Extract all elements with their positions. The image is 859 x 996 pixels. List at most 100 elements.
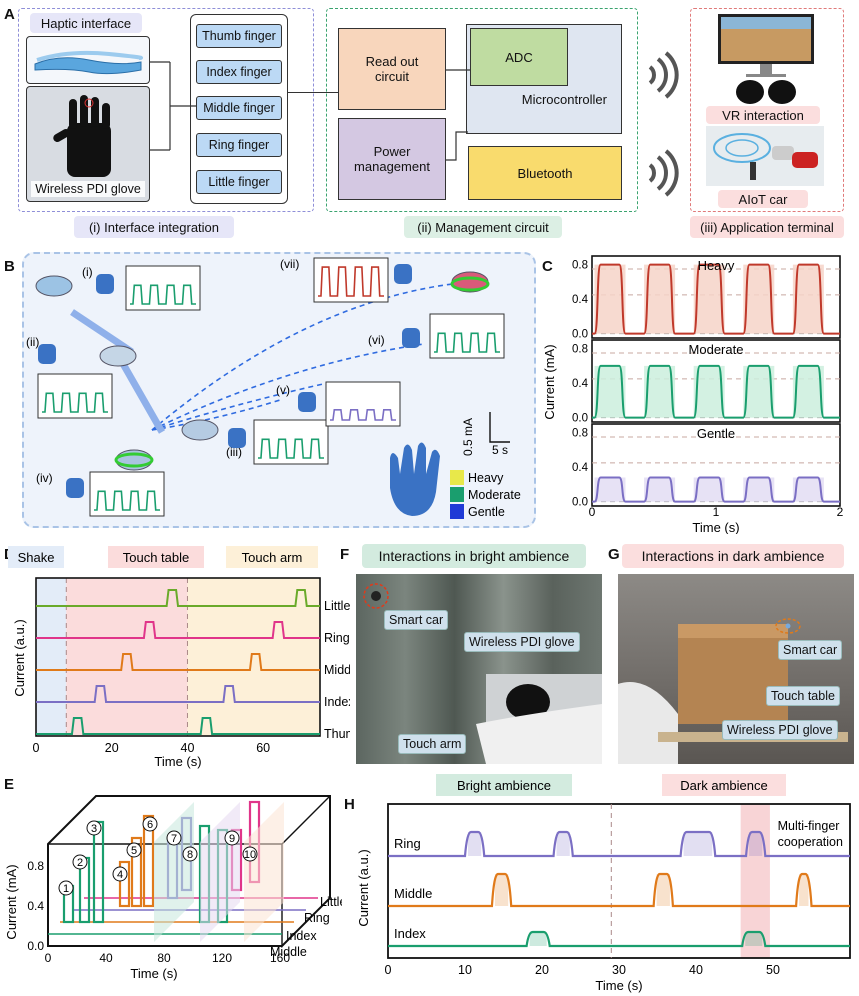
h-annotation-line2: cooperation — [778, 835, 843, 849]
e-plane-2 — [244, 802, 284, 942]
trajectory-line-2 — [151, 381, 333, 431]
e-marker-5: 5 — [131, 845, 137, 857]
e-marker-circle-1 — [58, 880, 74, 896]
hand-icon-3 — [228, 428, 246, 448]
c-subplot-title-0: Heavy — [698, 258, 735, 273]
e-marker-4: 4 — [117, 869, 123, 881]
e-xtick-4: 160 — [270, 951, 290, 965]
h-xtick-0: 0 — [385, 963, 392, 977]
h-pulse-fill-middle-13.5 — [494, 874, 509, 906]
e-xtick-2: 80 — [157, 951, 171, 965]
connector-lines-circuit — [446, 60, 476, 180]
d-series-ring — [36, 621, 320, 639]
glove-photo: Wireless PDI glove — [26, 86, 150, 202]
c-pulse-fill-2-82 — [693, 477, 725, 502]
panel-g-photo: Smart car Touch table Wireless PDI glove — [618, 574, 854, 764]
scale-bar-y-label: 0.5 mA — [461, 418, 475, 456]
c-series-gentle — [592, 476, 840, 503]
e-xtick-0: 0 — [45, 951, 52, 965]
h-series-index — [388, 930, 850, 948]
d-region-1 — [66, 578, 188, 736]
interface-integration-frame — [18, 8, 314, 212]
d-series-middle — [36, 653, 320, 671]
h-region-tag-1 — [662, 774, 786, 796]
legend-label-gentle: Gentle — [468, 505, 505, 519]
d-region-tag-2 — [226, 546, 318, 568]
panel-g-smart-car-tag: Smart car — [778, 640, 843, 660]
h-xtick-2: 20 — [535, 963, 549, 977]
c-ytick-1-0: 0.0 — [572, 413, 588, 425]
mini-plot-frame-1 — [125, 265, 201, 311]
e-ytick-2: 0.8 — [27, 859, 44, 873]
h-xtick-1: 10 — [458, 963, 472, 977]
mini-plot-frame-4 — [89, 471, 165, 517]
path-arrow-1 — [70, 309, 134, 355]
e-marker-circle-10 — [242, 846, 258, 862]
scale-bar — [489, 412, 510, 443]
e-bar-3 — [118, 860, 131, 908]
trajectory-line-3 — [151, 399, 281, 431]
e-xtick-1: 40 — [99, 951, 113, 965]
e-marker-circle-3 — [86, 820, 102, 836]
d-series-label-little: Little — [324, 599, 350, 613]
e-marker-1: 1 — [63, 883, 69, 895]
c-ytick-0-2: 0.8 — [572, 260, 588, 272]
step-label-1: (i) — [82, 265, 93, 279]
c-pulse-fill-1-162 — [792, 365, 824, 418]
c-pulse-fill-1-2 — [594, 365, 626, 418]
h-region-label-1: Dark ambience — [680, 778, 767, 793]
panel-f-smart-car-tag: Smart car — [384, 610, 449, 630]
d-plot-frame — [35, 577, 321, 737]
legend-label-moderate: Moderate — [468, 488, 521, 502]
h-ylabel: Current (a.u.) — [356, 849, 371, 926]
panel-label-f: F — [340, 546, 350, 563]
section-label-management: (ii) Management circuit — [404, 216, 562, 238]
trajectory-line-1 — [151, 343, 425, 431]
h-xlabel: Time (s) — [595, 978, 642, 993]
wifi-icon-top — [636, 50, 686, 105]
step-label-7: (vii) — [280, 257, 299, 271]
panel-f-title: Interactions in bright ambience — [362, 544, 586, 568]
mini-plot-frame-3 — [253, 419, 329, 465]
d-region-tag-0 — [8, 546, 64, 568]
panel-label-e: E — [4, 776, 15, 793]
d-series-label-index: Index — [324, 695, 350, 709]
h-plot-frame — [387, 803, 851, 959]
c-xlabel: Time (s) — [692, 520, 739, 534]
e-marker-6: 6 — [147, 819, 153, 831]
h-xtick-4: 40 — [689, 963, 703, 977]
d-xlabel: Time (s) — [154, 754, 201, 769]
c-pulse-fill-0-122 — [743, 264, 775, 334]
e-depth-label-little: Little — [320, 895, 342, 909]
d-xtick-3: 60 — [256, 741, 270, 755]
d-series-label-thumb: Thumb — [324, 727, 350, 741]
c-pulse-fill-2-42 — [644, 477, 676, 502]
d-xtick-2: 40 — [181, 741, 195, 755]
c-pulse-fill-1-122 — [743, 365, 775, 418]
legend-swatch-gentle — [450, 504, 464, 519]
legend-swatch-heavy — [450, 470, 464, 485]
c-pulse-fill-0-162 — [792, 264, 824, 334]
mini-plot-wave-3 — [258, 438, 324, 459]
e-bar-5 — [142, 814, 155, 908]
step-label-6: (vi) — [368, 333, 385, 347]
e-marker-3: 3 — [91, 823, 97, 835]
e-depth-label-index: Index — [286, 929, 317, 943]
e-marker-circle-5 — [126, 842, 142, 858]
c-ylabel: Current (mA) — [542, 344, 557, 419]
c-ytick-1-2: 0.8 — [572, 344, 588, 356]
panel-g-glove-tag: Wireless PDI glove — [722, 720, 838, 740]
d-region-0 — [36, 578, 67, 736]
d-series-index — [36, 685, 320, 703]
panel-f-photo: Smart car Wireless PDI glove Touch arm — [356, 574, 602, 764]
panel-label-g: G — [608, 546, 620, 563]
e-ylabel: Current (mA) — [4, 864, 19, 939]
legend-label-heavy: Heavy — [468, 471, 504, 485]
h-series-label-middle: Middle — [394, 886, 432, 901]
legend-swatch-moderate — [450, 487, 464, 502]
finger-ring: Ring finger — [196, 133, 282, 157]
power-management-box: Power management — [338, 118, 446, 200]
hand-icon-5 — [298, 392, 316, 412]
e-marker-7: 7 — [171, 833, 177, 845]
